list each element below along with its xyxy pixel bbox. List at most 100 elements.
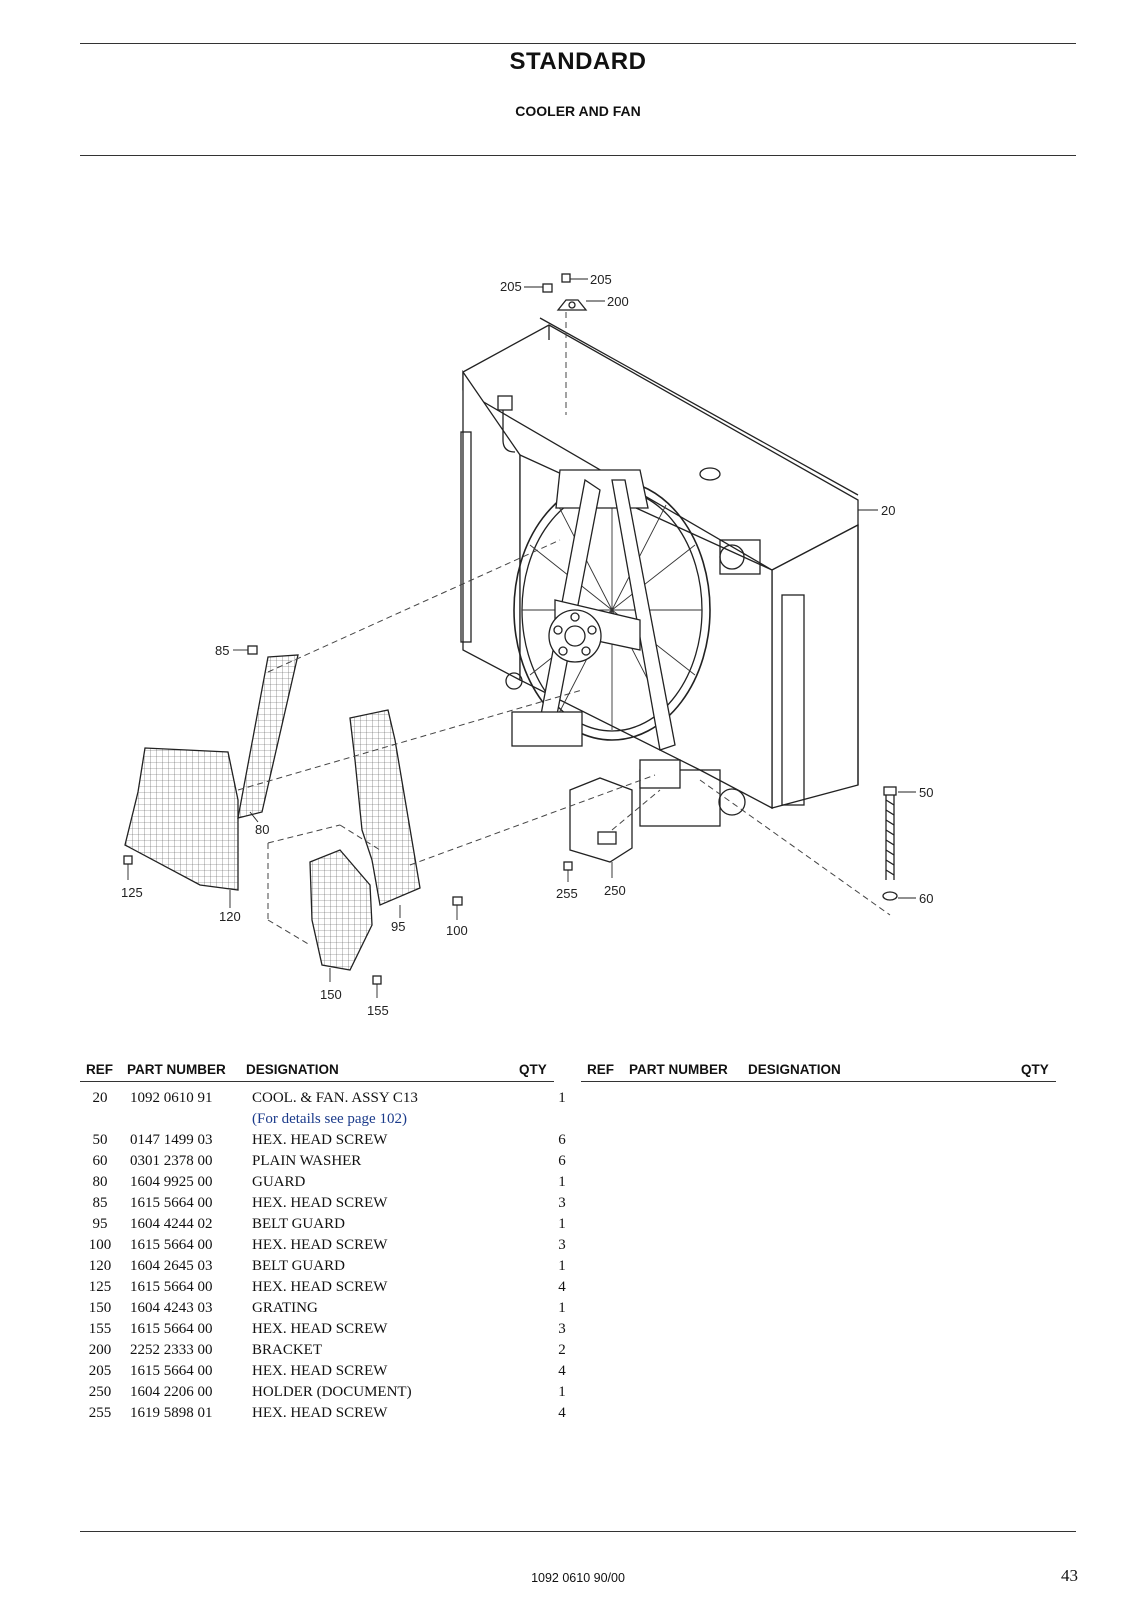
row-qty: 4 bbox=[558, 1279, 566, 1295]
row-part-number: 1615 5664 00 bbox=[130, 1321, 213, 1337]
row-part-number: 1619 5898 01 bbox=[130, 1405, 213, 1421]
row-ref: 250 bbox=[88, 1384, 112, 1400]
row-part-number: 0301 2378 00 bbox=[130, 1153, 213, 1169]
document-holder bbox=[569, 777, 633, 863]
row-ref: 80 bbox=[92, 1174, 108, 1190]
row-designation: GRATING bbox=[252, 1300, 318, 1316]
col-header-ref-right: REF bbox=[587, 1062, 614, 1077]
row-ref: 20 bbox=[92, 1090, 108, 1106]
row-designation: HEX. HEAD SCREW bbox=[252, 1195, 388, 1211]
top-rule bbox=[80, 43, 1076, 44]
row-ref: 205 bbox=[88, 1363, 112, 1379]
row-qty: 1 bbox=[558, 1300, 566, 1316]
row-qty: 1 bbox=[558, 1258, 566, 1274]
col-header-ref: REF bbox=[86, 1062, 113, 1077]
row-part-number: 1615 5664 00 bbox=[130, 1195, 213, 1211]
row-qty: 6 bbox=[558, 1132, 566, 1148]
row-designation: HEX. HEAD SCREW bbox=[252, 1132, 388, 1148]
grating-150 bbox=[309, 849, 373, 971]
col-header-designation-right: DESIGNATION bbox=[748, 1062, 841, 1077]
row-ref: 200 bbox=[88, 1342, 112, 1358]
row-part-number: 1615 5664 00 bbox=[130, 1363, 213, 1379]
callout-20: 20 bbox=[881, 503, 895, 518]
footer-rule bbox=[80, 1531, 1076, 1532]
row-ref: 150 bbox=[88, 1300, 112, 1316]
callout-150: 150 bbox=[320, 987, 342, 1002]
row-designation: HEX. HEAD SCREW bbox=[252, 1279, 388, 1295]
page-subtitle: COOLER AND FAN bbox=[515, 103, 641, 119]
row-ref: 50 bbox=[92, 1132, 108, 1148]
row-qty: 2 bbox=[558, 1342, 566, 1358]
callout-255: 255 bbox=[556, 886, 578, 901]
fan-assembly bbox=[511, 469, 711, 789]
row-part-number: 1604 2206 00 bbox=[130, 1384, 213, 1400]
top-bracket bbox=[542, 273, 588, 311]
callout-80: 80 bbox=[255, 822, 269, 837]
row-qty: 1 bbox=[558, 1384, 566, 1400]
callout-95: 95 bbox=[391, 919, 405, 934]
row-designation: HEX. HEAD SCREW bbox=[252, 1405, 388, 1421]
row-designation: HEX. HEAD SCREW bbox=[252, 1363, 388, 1379]
belt-guard-120 bbox=[124, 747, 239, 891]
screw-155 bbox=[372, 975, 382, 985]
table-row: 250 1604 2206 00 HOLDER (DOCUMENT) 1 bbox=[80, 1384, 582, 1405]
row-part-number: 1615 5664 00 bbox=[130, 1279, 213, 1295]
row-designation: HEX. HEAD SCREW bbox=[252, 1321, 388, 1337]
row-part-number: 0147 1499 03 bbox=[130, 1132, 213, 1148]
row-ref: 120 bbox=[88, 1258, 112, 1274]
row-qty: 3 bbox=[558, 1321, 566, 1337]
callout-85: 85 bbox=[215, 643, 229, 658]
row-qty: 4 bbox=[558, 1405, 566, 1421]
row-qty: 1 bbox=[558, 1090, 566, 1106]
screw-100 bbox=[452, 896, 463, 906]
callout-200: 200 bbox=[607, 294, 629, 309]
row-designation: BELT GUARD bbox=[252, 1216, 345, 1232]
table-row: 155 1615 5664 00 HEX. HEAD SCREW 3 bbox=[80, 1321, 582, 1342]
row-ref: 155 bbox=[88, 1321, 112, 1337]
callout-100: 100 bbox=[446, 923, 468, 938]
callout-155: 155 bbox=[367, 1003, 389, 1018]
row-part-number: 1604 2645 03 bbox=[130, 1258, 213, 1274]
table-row: 85 1615 5664 00 HEX. HEAD SCREW 3 bbox=[80, 1195, 582, 1216]
row-note: (For details see page 102) bbox=[252, 1111, 407, 1127]
col-header-part-number-right: PART NUMBER bbox=[629, 1062, 728, 1077]
long-screw-50 bbox=[882, 786, 898, 901]
row-ref: 85 bbox=[92, 1195, 108, 1211]
row-ref: 100 bbox=[88, 1237, 112, 1253]
row-part-number: 1092 0610 91 bbox=[130, 1090, 213, 1106]
row-designation: HOLDER (DOCUMENT) bbox=[252, 1384, 412, 1400]
row-qty: 3 bbox=[558, 1195, 566, 1211]
callout-50: 50 bbox=[919, 785, 933, 800]
screw-125 bbox=[123, 855, 133, 865]
left-header-rule bbox=[80, 1081, 554, 1082]
row-ref: 95 bbox=[92, 1216, 108, 1232]
row-designation: GUARD bbox=[252, 1174, 306, 1190]
callout-120: 120 bbox=[219, 909, 241, 924]
callout-250: 250 bbox=[604, 883, 626, 898]
header-bottom-rule bbox=[80, 155, 1076, 156]
table-row: 150 1604 4243 03 GRATING 1 bbox=[80, 1300, 582, 1321]
callout-205-right: 205 bbox=[590, 272, 612, 287]
row-part-number: 1604 9925 00 bbox=[130, 1174, 213, 1190]
row-designation: PLAIN WASHER bbox=[252, 1153, 362, 1169]
guard-80 bbox=[237, 654, 299, 819]
col-header-designation: DESIGNATION bbox=[246, 1062, 339, 1077]
callout-205-left: 205 bbox=[500, 279, 522, 294]
right-header-rule bbox=[581, 1081, 1056, 1082]
col-header-qty: QTY bbox=[519, 1062, 547, 1077]
row-qty: 1 bbox=[558, 1174, 566, 1190]
callout-125: 125 bbox=[121, 885, 143, 900]
belt-guard-95 bbox=[349, 709, 421, 906]
col-header-qty-right: QTY bbox=[1021, 1062, 1049, 1077]
exploded-parts-diagram: 205 205 200 20 85 80 50 60 125 120 95 10… bbox=[121, 272, 933, 1018]
row-part-number: 1604 4243 03 bbox=[130, 1300, 213, 1316]
callout-labels: 205 205 200 20 85 80 50 60 125 120 95 10… bbox=[121, 272, 933, 1018]
row-part-number: 2252 2333 00 bbox=[130, 1342, 213, 1358]
